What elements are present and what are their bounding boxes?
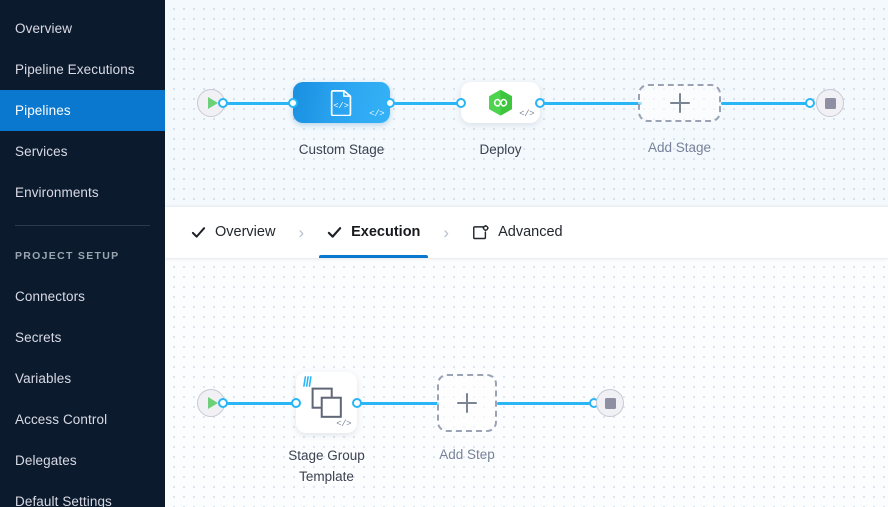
edge-start-to-custom-stage bbox=[227, 102, 299, 105]
check-icon bbox=[327, 227, 342, 238]
node-deploy[interactable]: </> bbox=[461, 82, 540, 123]
edge-add-step-to-end bbox=[497, 402, 597, 405]
edge-stage-group-template-to-add-step bbox=[361, 402, 439, 405]
node-label-deploy: Deploy bbox=[479, 142, 522, 157]
node-custom-stage[interactable]: </> </> bbox=[293, 82, 390, 123]
template-code-indicator: </> bbox=[519, 109, 534, 119]
end-node[interactable] bbox=[596, 389, 624, 417]
play-icon bbox=[207, 397, 218, 409]
edge-start-to-stage-group-template bbox=[227, 402, 301, 405]
tab-label: Execution bbox=[351, 224, 421, 241]
tab-label: Overview bbox=[215, 224, 276, 241]
edge-add-stage-to-end bbox=[721, 102, 809, 105]
svg-text:</>: </> bbox=[333, 101, 348, 111]
sidebar-item-label: Environments bbox=[15, 185, 99, 200]
add-stage-button[interactable] bbox=[638, 84, 721, 122]
stop-icon bbox=[824, 97, 836, 109]
node-stage-group-template[interactable]: </> bbox=[296, 372, 357, 433]
sidebar-item-label: Default Settings bbox=[15, 494, 112, 507]
node-label-line-1: Stage Group bbox=[288, 448, 365, 463]
node-label-line-2: Template bbox=[299, 468, 354, 484]
tab-overview[interactable]: Overview bbox=[177, 207, 289, 258]
template-code-indicator: </> bbox=[369, 109, 384, 119]
sidebar-item-label: Connectors bbox=[15, 289, 86, 304]
node-label-custom-stage: Custom Stage bbox=[298, 142, 385, 157]
sidebar-section-project-setup: PROJECT SETUP bbox=[15, 250, 120, 262]
sidebar-item-label: Secrets bbox=[15, 330, 62, 345]
edge-deploy-to-add-stage bbox=[544, 102, 642, 105]
sidebar-item-connectors[interactable]: Connectors bbox=[0, 276, 165, 317]
sidebar-item-default-settings[interactable]: Default Settings bbox=[0, 481, 165, 507]
end-node-port[interactable] bbox=[805, 98, 815, 108]
sidebar-item-label: Overview bbox=[15, 21, 73, 36]
stage-canvas[interactable]: </> </> Custom Stage </> bbox=[165, 0, 888, 207]
stacked-squares-icon bbox=[311, 387, 342, 418]
sidebar-item-label: Variables bbox=[15, 371, 72, 386]
plus-icon bbox=[457, 393, 477, 413]
node-label-add-step: Add Step bbox=[439, 447, 495, 462]
sidebar-item-environments[interactable]: Environments bbox=[0, 172, 165, 213]
tab-label: Advanced bbox=[498, 224, 563, 241]
node-label-add-stage: Add Stage bbox=[647, 140, 712, 155]
start-node[interactable] bbox=[197, 89, 225, 117]
plus-icon bbox=[669, 93, 690, 113]
tab-separator-chevron-right-icon: › bbox=[298, 222, 305, 242]
play-icon bbox=[207, 97, 218, 109]
sidebar-item-delegates[interactable]: Delegates bbox=[0, 440, 165, 481]
code-template-icon: </> bbox=[330, 90, 352, 116]
end-node[interactable] bbox=[816, 89, 844, 117]
tab-separator-chevron-right-icon: › bbox=[443, 222, 450, 242]
sidebar-item-label: Services bbox=[15, 144, 68, 159]
sidebar-item-variables[interactable]: Variables bbox=[0, 358, 165, 399]
stage-group-template-input-port[interactable] bbox=[291, 398, 301, 408]
stop-icon bbox=[604, 397, 616, 409]
sidebar-divider bbox=[15, 225, 150, 226]
tab-advanced[interactable]: Advanced bbox=[458, 207, 577, 258]
sidebar-item-access-control[interactable]: Access Control bbox=[0, 399, 165, 440]
tab-execution[interactable]: Execution bbox=[313, 207, 434, 258]
sidebar-item-label: Pipeline Executions bbox=[15, 62, 135, 77]
content-area: </> </> Custom Stage </> bbox=[165, 0, 888, 507]
advanced-settings-icon bbox=[473, 224, 489, 239]
custom-stage-input-port[interactable] bbox=[288, 98, 298, 108]
sidebar-item-pipelines[interactable]: Pipelines bbox=[0, 90, 165, 131]
sidebar-item-label: Access Control bbox=[15, 412, 108, 427]
sidebar-item-label: Pipelines bbox=[15, 103, 71, 118]
sidebar-item-label: Delegates bbox=[15, 453, 77, 468]
node-label-stage-group-template: Stage Group Template bbox=[271, 446, 382, 488]
step-graph: </> Stage Group Template Add Step bbox=[165, 258, 888, 507]
deploy-input-port[interactable] bbox=[456, 98, 466, 108]
step-canvas[interactable]: </> Stage Group Template Add Step bbox=[165, 258, 888, 507]
stage-graph: </> </> Custom Stage </> bbox=[165, 0, 888, 207]
stage-config-tabbar: Overview › Execution › Advanced bbox=[165, 207, 888, 258]
sidebar: Overview Pipeline Executions Pipelines S… bbox=[0, 0, 165, 507]
sidebar-item-overview[interactable]: Overview bbox=[0, 8, 165, 49]
template-library-badge-icon bbox=[303, 376, 312, 387]
sidebar-item-secrets[interactable]: Secrets bbox=[0, 317, 165, 358]
edge-custom-stage-to-deploy bbox=[394, 102, 466, 105]
check-icon bbox=[191, 227, 206, 238]
add-step-button[interactable] bbox=[437, 374, 497, 432]
sidebar-item-pipeline-executions[interactable]: Pipeline Executions bbox=[0, 49, 165, 90]
sidebar-item-services[interactable]: Services bbox=[0, 131, 165, 172]
cd-hexagon-icon bbox=[489, 89, 512, 116]
template-code-indicator: </> bbox=[336, 419, 351, 429]
